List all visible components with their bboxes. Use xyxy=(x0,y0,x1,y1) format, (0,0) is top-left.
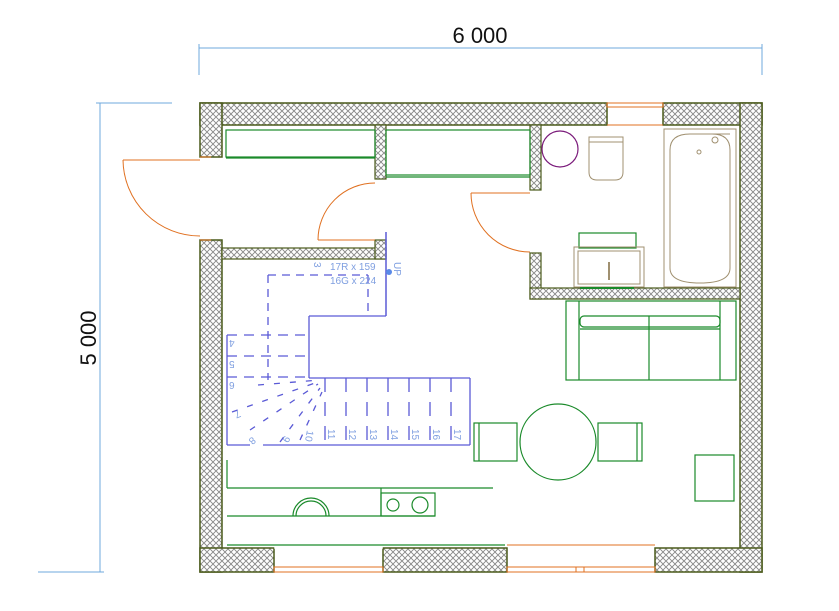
step-number: 10 xyxy=(302,429,315,442)
wardrobes xyxy=(225,129,531,178)
bathroom xyxy=(541,128,737,289)
stair-up-marker xyxy=(386,269,392,275)
stair-treads xyxy=(231,378,452,445)
wardrobe-right xyxy=(385,129,531,176)
kitchen xyxy=(226,460,505,546)
step-number: 9 xyxy=(279,434,292,445)
chair-right xyxy=(597,422,643,462)
bathroom-door xyxy=(470,192,531,253)
step-number: 7 xyxy=(233,407,242,419)
storage-door xyxy=(317,182,376,241)
round-accessory xyxy=(541,130,579,168)
living-furniture xyxy=(473,300,737,502)
width-dimension-label: 6 000 xyxy=(452,23,507,48)
stair-side-number: 3 xyxy=(311,262,322,268)
step-number: 8 xyxy=(246,434,258,446)
stair-label-risers: 17R x 159 xyxy=(330,262,376,273)
step-number: 4 xyxy=(229,337,235,348)
toilet xyxy=(588,136,624,181)
entrance-door xyxy=(122,156,211,241)
step-number: 5 xyxy=(229,358,235,369)
side-table xyxy=(694,454,735,502)
windows xyxy=(273,102,664,573)
stair-labels: 17R x 159 16G x 224 UP 3 4 5 6 7 8 9 10 … xyxy=(229,262,462,446)
wardrobe-left xyxy=(225,129,376,158)
outer-walls xyxy=(199,102,763,573)
step-number: 17 xyxy=(451,429,462,441)
dining-table xyxy=(519,403,597,481)
window-top-bathroom xyxy=(606,102,664,108)
step-number: 6 xyxy=(229,379,235,390)
stair xyxy=(226,232,471,446)
step-number: 15 xyxy=(409,429,420,441)
washbasin xyxy=(573,232,645,289)
hob xyxy=(380,488,436,517)
stair-label-goings: 16G x 224 xyxy=(330,276,377,287)
window-bottom-right xyxy=(506,566,656,573)
width-dimension: 6 000 xyxy=(198,23,763,75)
sink xyxy=(292,497,330,517)
stair-up-label: UP xyxy=(391,262,402,276)
sofa xyxy=(565,300,737,381)
height-dimension: 5 000 xyxy=(38,102,172,573)
step-number: 13 xyxy=(367,429,378,441)
step-number: 14 xyxy=(388,429,399,441)
interior-walls xyxy=(221,124,741,300)
step-number: 11 xyxy=(325,429,336,440)
step-number: 16 xyxy=(430,429,441,441)
bathtub xyxy=(663,128,737,288)
window-bottom-left xyxy=(273,566,384,573)
doors xyxy=(122,156,531,253)
step-number: 12 xyxy=(346,429,357,441)
height-dimension-label: 5 000 xyxy=(76,310,101,365)
chair-left xyxy=(473,422,518,462)
